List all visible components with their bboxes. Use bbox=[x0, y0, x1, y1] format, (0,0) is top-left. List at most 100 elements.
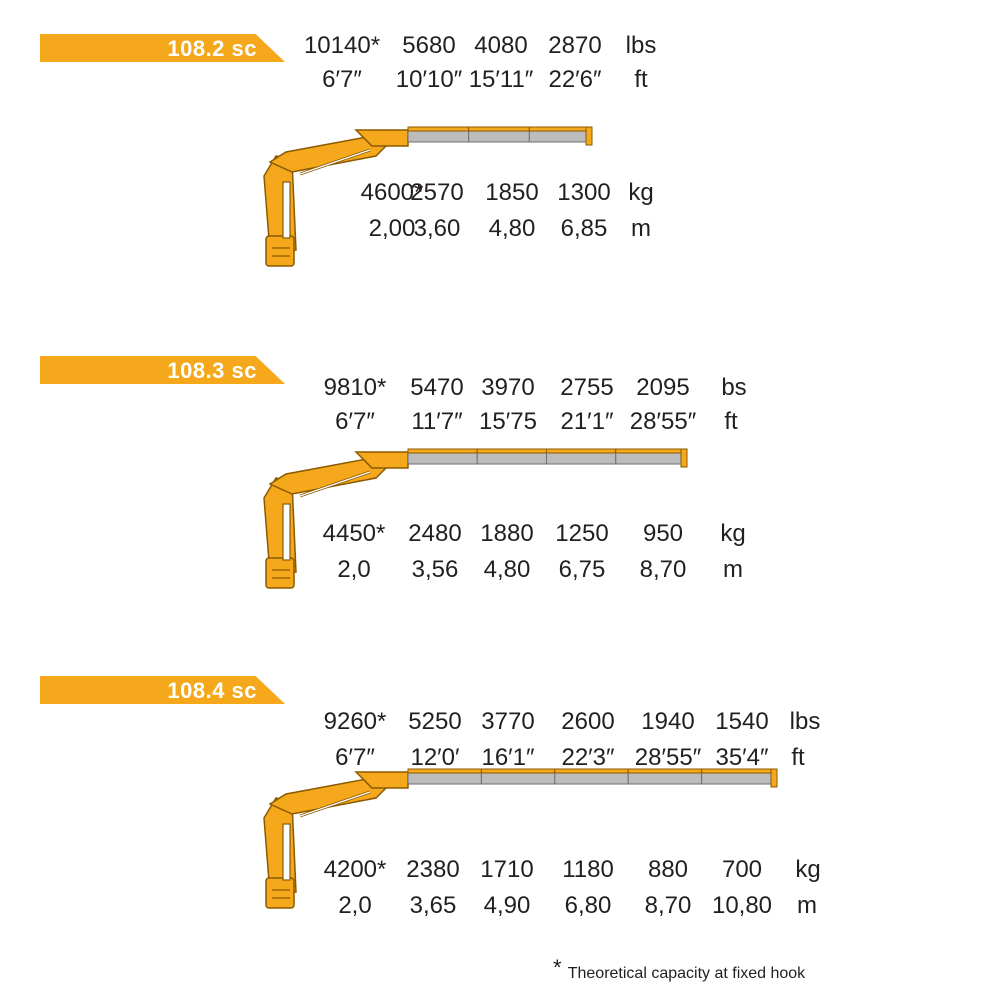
extension-collar bbox=[528, 126, 591, 132]
boom-tip bbox=[585, 126, 593, 146]
model-tab: 108.4 sc bbox=[40, 676, 285, 704]
capacity-value: 2,00 bbox=[368, 215, 416, 242]
capacity-value: 2480 bbox=[408, 520, 462, 547]
boom-extension bbox=[615, 451, 686, 465]
model-name: 108.4 sc bbox=[167, 678, 257, 703]
capacity-value: 3770 bbox=[481, 708, 535, 735]
capacity-value: 9260* bbox=[323, 708, 387, 735]
capacity-value: 22′3″ bbox=[561, 744, 615, 771]
capacity-value: 4200* bbox=[323, 856, 387, 883]
capacity-value: 11′7″ bbox=[411, 408, 463, 435]
unit-label: m bbox=[797, 892, 817, 919]
unit-label: kg bbox=[795, 856, 821, 883]
capacity-value: 6,85 bbox=[560, 215, 608, 242]
unit-label: bs bbox=[721, 374, 747, 401]
main-cylinder-rod bbox=[299, 471, 371, 497]
capacity-value: 1300 bbox=[557, 179, 611, 206]
capacity-value: 15′11″ bbox=[468, 66, 534, 93]
capacity-value: 950 bbox=[642, 520, 684, 547]
unit-label: ft bbox=[634, 66, 648, 93]
unit-label: kg bbox=[628, 179, 654, 206]
capacity-value: 8,70 bbox=[639, 556, 687, 583]
main-cylinder-rod bbox=[299, 791, 371, 817]
unit-label: m bbox=[723, 556, 743, 583]
unit-label: lbs bbox=[789, 708, 821, 735]
capacity-value: 10,80 bbox=[711, 892, 773, 919]
boom-tip bbox=[680, 448, 688, 468]
outer-boom-head bbox=[354, 451, 409, 469]
unit-label: ft bbox=[724, 408, 738, 435]
boom-extension bbox=[554, 771, 629, 785]
crane-base bbox=[265, 877, 295, 909]
capacity-value: 1850 bbox=[485, 179, 539, 206]
footnote-symbol: * bbox=[553, 955, 562, 980]
extension-collar bbox=[546, 448, 617, 454]
capacity-value: 1710 bbox=[480, 856, 534, 883]
capacity-value: 1940 bbox=[641, 708, 695, 735]
capacity-value: 6,80 bbox=[564, 892, 612, 919]
unit-label: kg bbox=[720, 520, 746, 547]
boom-extension bbox=[528, 129, 591, 143]
capacity-value: 2870 bbox=[548, 32, 602, 59]
capacity-value: 6,75 bbox=[558, 556, 606, 583]
capacity-value: 2380 bbox=[406, 856, 460, 883]
capacity-value: 700 bbox=[721, 856, 763, 883]
capacity-value: 2095 bbox=[636, 374, 690, 401]
boom-extension bbox=[701, 771, 776, 785]
boom-extension bbox=[627, 771, 703, 785]
capacity-value: 4,90 bbox=[483, 892, 531, 919]
capacity-value: 2755 bbox=[560, 374, 614, 401]
capacity-value: 5470 bbox=[410, 374, 464, 401]
model-name: 108.2 sc bbox=[167, 36, 257, 61]
model-tab: 108.3 sc bbox=[40, 356, 285, 384]
capacity-value: 3970 bbox=[481, 374, 535, 401]
crane-base bbox=[265, 557, 295, 589]
capacity-value: 9810* bbox=[323, 374, 387, 401]
outer-boom-head bbox=[354, 771, 409, 789]
outer-boom-head bbox=[354, 129, 409, 147]
capacity-value: 2570 bbox=[410, 179, 464, 206]
boom-extension bbox=[468, 129, 530, 143]
capacity-value: 2,0 bbox=[338, 892, 372, 919]
capacity-value: 6′7″ bbox=[322, 66, 362, 93]
column-cylinder bbox=[282, 823, 291, 881]
column-cylinder bbox=[282, 181, 291, 239]
extension-collar bbox=[615, 448, 686, 454]
capacity-value: 22′6″ bbox=[548, 66, 602, 93]
capacity-value: 6′7″ bbox=[335, 408, 375, 435]
capacity-value: 3,65 bbox=[409, 892, 457, 919]
model-block: 108.3 sc 9810* 5470 3970 2755 2095 bs 6′7″ 11′7″… bbox=[0, 322, 1002, 622]
crane-diagram bbox=[263, 768, 778, 909]
crane-diagram bbox=[263, 448, 688, 589]
footnote-text: Theoretical capacity at fixed hook bbox=[567, 965, 806, 982]
boom-extension bbox=[407, 451, 478, 465]
unit-label: lbs bbox=[625, 32, 657, 59]
capacity-value: 8,70 bbox=[644, 892, 692, 919]
capacity-value: 1180 bbox=[562, 856, 614, 883]
crane-diagram bbox=[263, 126, 593, 267]
crane-base bbox=[265, 235, 295, 267]
capacity-value: 1540 bbox=[715, 708, 769, 735]
capacity-value: 4450* bbox=[322, 520, 386, 547]
capacity-value: 6′7″ bbox=[335, 744, 375, 771]
unit-label: m bbox=[631, 215, 651, 242]
capacity-value: 10140* bbox=[303, 32, 381, 59]
model-tab: 108.2 sc bbox=[40, 34, 285, 62]
capacity-value: 4,80 bbox=[488, 215, 536, 242]
capacity-value: 5250 bbox=[408, 708, 462, 735]
extension-collar bbox=[407, 448, 478, 454]
footnote: * Theoretical capacity at fixed hook bbox=[553, 955, 806, 984]
model-name: 108.3 sc bbox=[167, 358, 257, 383]
capacity-value: 1880 bbox=[480, 520, 534, 547]
capacity-value: 10′10″ bbox=[395, 66, 463, 93]
unit-label: ft bbox=[791, 744, 805, 771]
capacity-value: 15′75 bbox=[479, 408, 537, 435]
boom-extension bbox=[407, 771, 482, 785]
capacity-value: 12′0′ bbox=[410, 744, 460, 771]
capacity-value: 3,60 bbox=[413, 215, 461, 242]
capacity-value: 28′55″ bbox=[629, 408, 697, 435]
capacity-value: 3,56 bbox=[411, 556, 459, 583]
capacity-value: 1250 bbox=[555, 520, 609, 547]
main-cylinder-rod bbox=[299, 149, 371, 175]
